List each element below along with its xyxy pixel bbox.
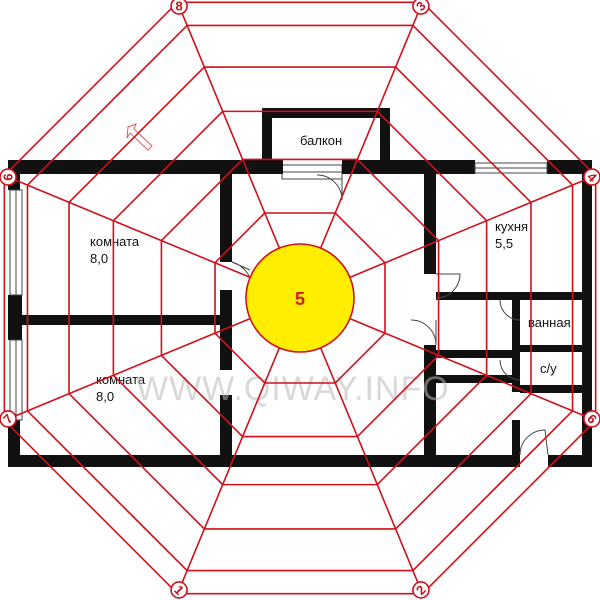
- sector-spoke: [349, 317, 596, 422]
- room-1-area: 8,0: [90, 251, 108, 266]
- balcony: [262, 108, 390, 180]
- doors: [231, 174, 549, 456]
- center-circle: [245, 243, 355, 353]
- watermark: WWW.QIWAY.INFO: [136, 370, 450, 408]
- sector-badge-3: 3: [412, 0, 430, 15]
- sector-badge-2: 2: [412, 581, 430, 599]
- sector-badge-4: 4: [583, 168, 600, 186]
- sector-badge-7: 7: [0, 410, 17, 428]
- direction-arrow-icon: [126, 123, 153, 151]
- bathroom-label: ванная: [528, 315, 571, 330]
- room-1-name: комната: [90, 234, 140, 249]
- kitchen-name: кухня: [495, 219, 528, 234]
- room-2-name: комната: [96, 372, 146, 387]
- outer-walls: [8, 160, 592, 467]
- sector-spoke: [4, 174, 251, 279]
- sector-number: 9: [1, 173, 16, 180]
- sector-badge-1: 1: [170, 581, 188, 599]
- sector-badge-8: 8: [170, 0, 188, 15]
- center-number: 5: [295, 289, 305, 309]
- sector-badge-9: 9: [0, 168, 17, 186]
- sector-spoke: [349, 174, 596, 279]
- toilet-label: с/у: [540, 361, 557, 376]
- balcony-label: балкон: [300, 133, 342, 148]
- sector-spoke: [176, 2, 281, 249]
- sector-spoke: [319, 347, 424, 594]
- sector-badge-6: 6: [583, 410, 600, 428]
- sector-spoke: [319, 2, 424, 249]
- sector-spoke: [176, 347, 281, 594]
- sector-spoke: [4, 317, 251, 422]
- kitchen-area: 5,5: [495, 236, 513, 251]
- sector-number: 8: [175, 0, 182, 14]
- room-2-area: 8,0: [96, 389, 114, 404]
